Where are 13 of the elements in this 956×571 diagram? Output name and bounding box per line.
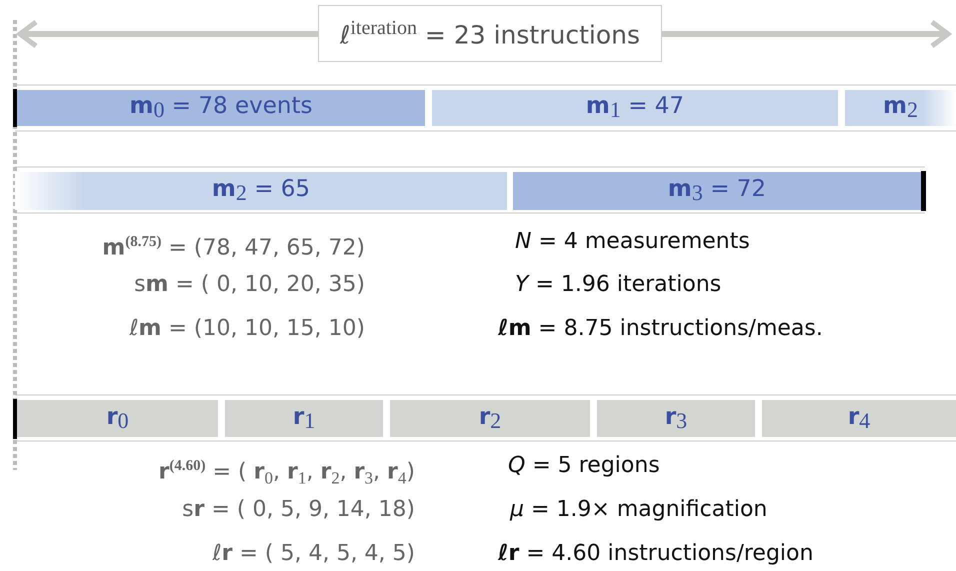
summary-formula: μ = 1.9× magnification: [510, 496, 768, 524]
vector-formula: sr = ( 0, 5, 9, 14, 18): [182, 496, 415, 524]
summary-formula: ℓm = 8.75 instructions/meas.: [498, 315, 823, 343]
summary-formula: N = 4 measurements: [515, 228, 750, 256]
vector-formula: m$^{(8.75)}$ = (78, 47, 65, 72): [102, 233, 365, 262]
vector-formula: ℓm = (10, 10, 15, 10): [129, 315, 365, 343]
vector-formula: sm = ( 0, 10, 20, 35): [134, 271, 365, 299]
summary-formula: Y = 1.96 iterations: [515, 271, 722, 299]
summary-formula: Q = 5 regions: [508, 452, 660, 480]
dimension-label: ℓ$^{iteration}$ = 23 instructions: [318, 5, 662, 62]
vector-formula: r$^{(4.60)}$ = ( r$_{0}$, r$_{1}$, r$_{2}$, r$_{3}$, r$_{4}$): [158, 457, 415, 490]
summary-formula: ℓr = 4.60 instructions/region: [498, 540, 814, 568]
vector-formula: ℓr = ( 5, 4, 5, 4, 5): [212, 540, 415, 568]
